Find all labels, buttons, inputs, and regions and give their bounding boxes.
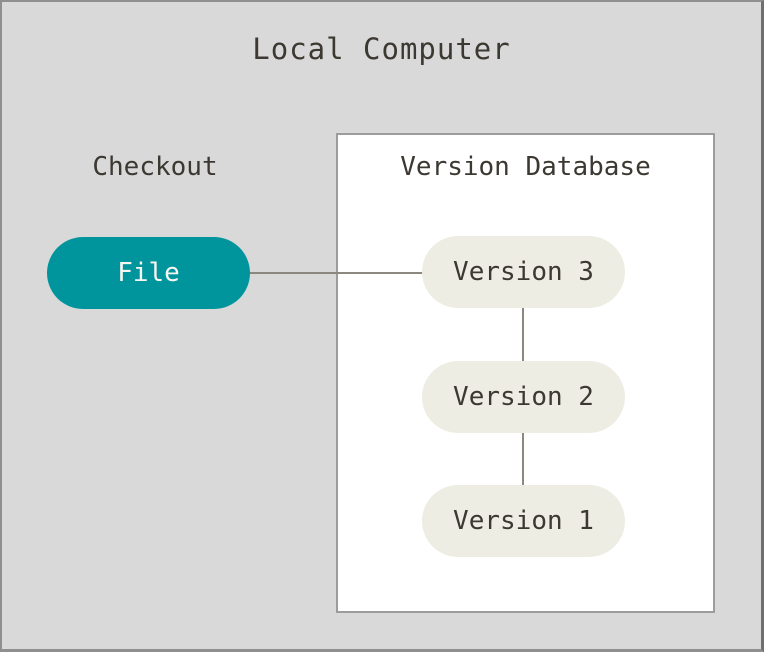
version-1-label: Version 1	[453, 506, 594, 536]
version-3-node: Version 3	[422, 236, 625, 308]
version-2-node: Version 2	[422, 361, 625, 433]
connector-file-to-version3	[248, 272, 424, 274]
file-node: File	[47, 237, 250, 309]
version-1-node: Version 1	[422, 485, 625, 557]
version-3-label: Version 3	[453, 257, 594, 287]
connector-version2-to-version1	[522, 432, 524, 486]
file-node-label: File	[117, 258, 180, 288]
connector-version3-to-version2	[522, 307, 524, 362]
version-2-label: Version 2	[453, 382, 594, 412]
version-database-title: Version Database	[400, 152, 651, 182]
diagram-title: Local Computer	[252, 32, 511, 66]
checkout-label: Checkout	[92, 152, 218, 182]
